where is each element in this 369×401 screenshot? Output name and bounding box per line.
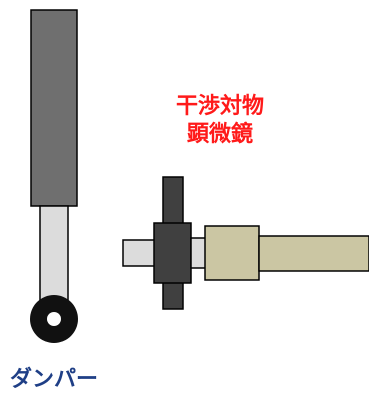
tube-collar	[204, 225, 260, 281]
objective-bottom-post	[162, 281, 184, 310]
damper	[30, 9, 78, 343]
damper-label: ダンパー	[10, 367, 99, 392]
objective-top-post	[162, 176, 184, 225]
damper-rod	[39, 205, 69, 311]
interference-label-line1: 干渉対物	[175, 94, 264, 119]
damper-eye-hole	[47, 312, 61, 326]
damper-cylinder	[30, 9, 78, 207]
interference-label: 干渉対物 顕微鏡	[150, 93, 290, 149]
objective-flange	[153, 222, 192, 284]
connector-sleeve	[190, 237, 207, 269]
microscope-assembly	[122, 176, 369, 310]
tube-body	[258, 235, 369, 272]
interference-label-line2: 顕微鏡	[186, 122, 253, 147]
